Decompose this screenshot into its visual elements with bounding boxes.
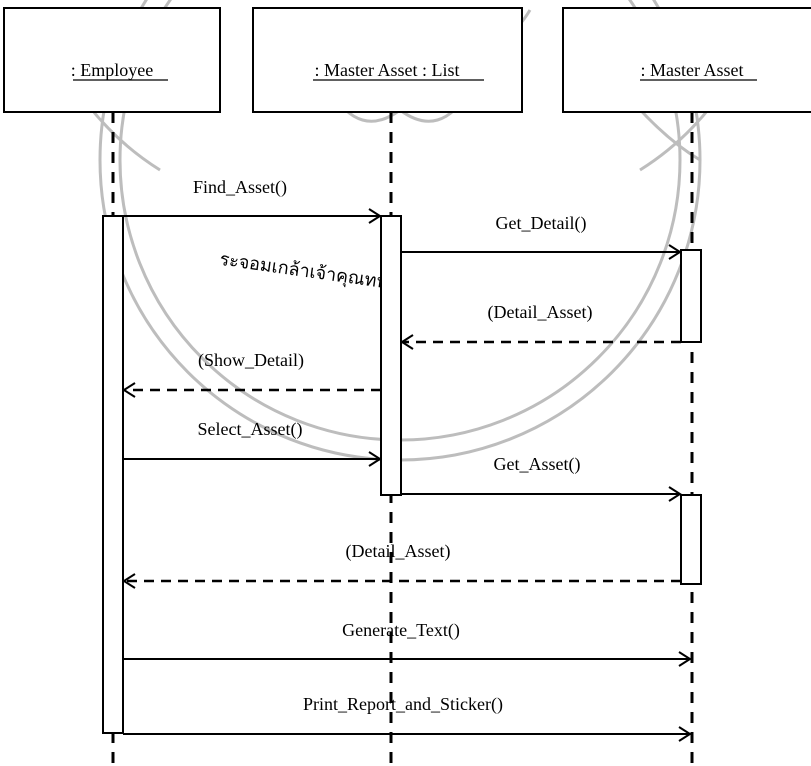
activation-master-asset-1 bbox=[680, 249, 702, 343]
message-show-detail-return: (Show_Detail) bbox=[122, 350, 381, 398]
lifeline-label-employee: : Employee bbox=[71, 60, 153, 80]
lifeline-label-master-asset-list: : Master Asset : List bbox=[315, 60, 460, 80]
message-get-asset: Get_Asset() bbox=[401, 454, 682, 502]
lifeline-label-master-asset: : Master Asset bbox=[641, 60, 744, 80]
activation-master-asset-2 bbox=[680, 494, 702, 585]
message-select-asset: Select_Asset() bbox=[123, 419, 382, 467]
message-label: Find_Asset() bbox=[193, 177, 287, 198]
message-label: (Detail_Asset) bbox=[346, 541, 451, 562]
message-find-asset: Find_Asset() bbox=[123, 177, 382, 224]
message-generate-text: Generate_Text() bbox=[123, 620, 692, 667]
message-print-report-and-sticker: Print_Report_and_Sticker() bbox=[123, 694, 692, 742]
message-label: Get_Asset() bbox=[494, 454, 581, 475]
lifeline-box-master-asset-list: : Master Asset : List bbox=[252, 7, 523, 113]
activation-master-asset-list bbox=[380, 215, 402, 496]
message-label: Get_Detail() bbox=[496, 213, 587, 234]
message-detail-asset-return-1: (Detail_Asset) bbox=[400, 302, 681, 350]
watermark-text: ระจอมเกล้าเจ้าคุณทห bbox=[218, 249, 389, 293]
message-label: Generate_Text() bbox=[342, 620, 460, 641]
message-label: Select_Asset() bbox=[198, 419, 303, 440]
message-label: (Detail_Asset) bbox=[488, 302, 593, 323]
activation-employee bbox=[102, 215, 124, 734]
lifeline-box-master-asset: : Master Asset bbox=[562, 7, 811, 113]
lifeline-box-employee: : Employee bbox=[3, 7, 221, 113]
message-detail-asset-return-2: (Detail_Asset) bbox=[122, 541, 681, 589]
message-label: Print_Report_and_Sticker() bbox=[303, 694, 503, 715]
message-label: (Show_Detail) bbox=[198, 350, 304, 371]
message-get-detail: Get_Detail() bbox=[401, 213, 682, 260]
